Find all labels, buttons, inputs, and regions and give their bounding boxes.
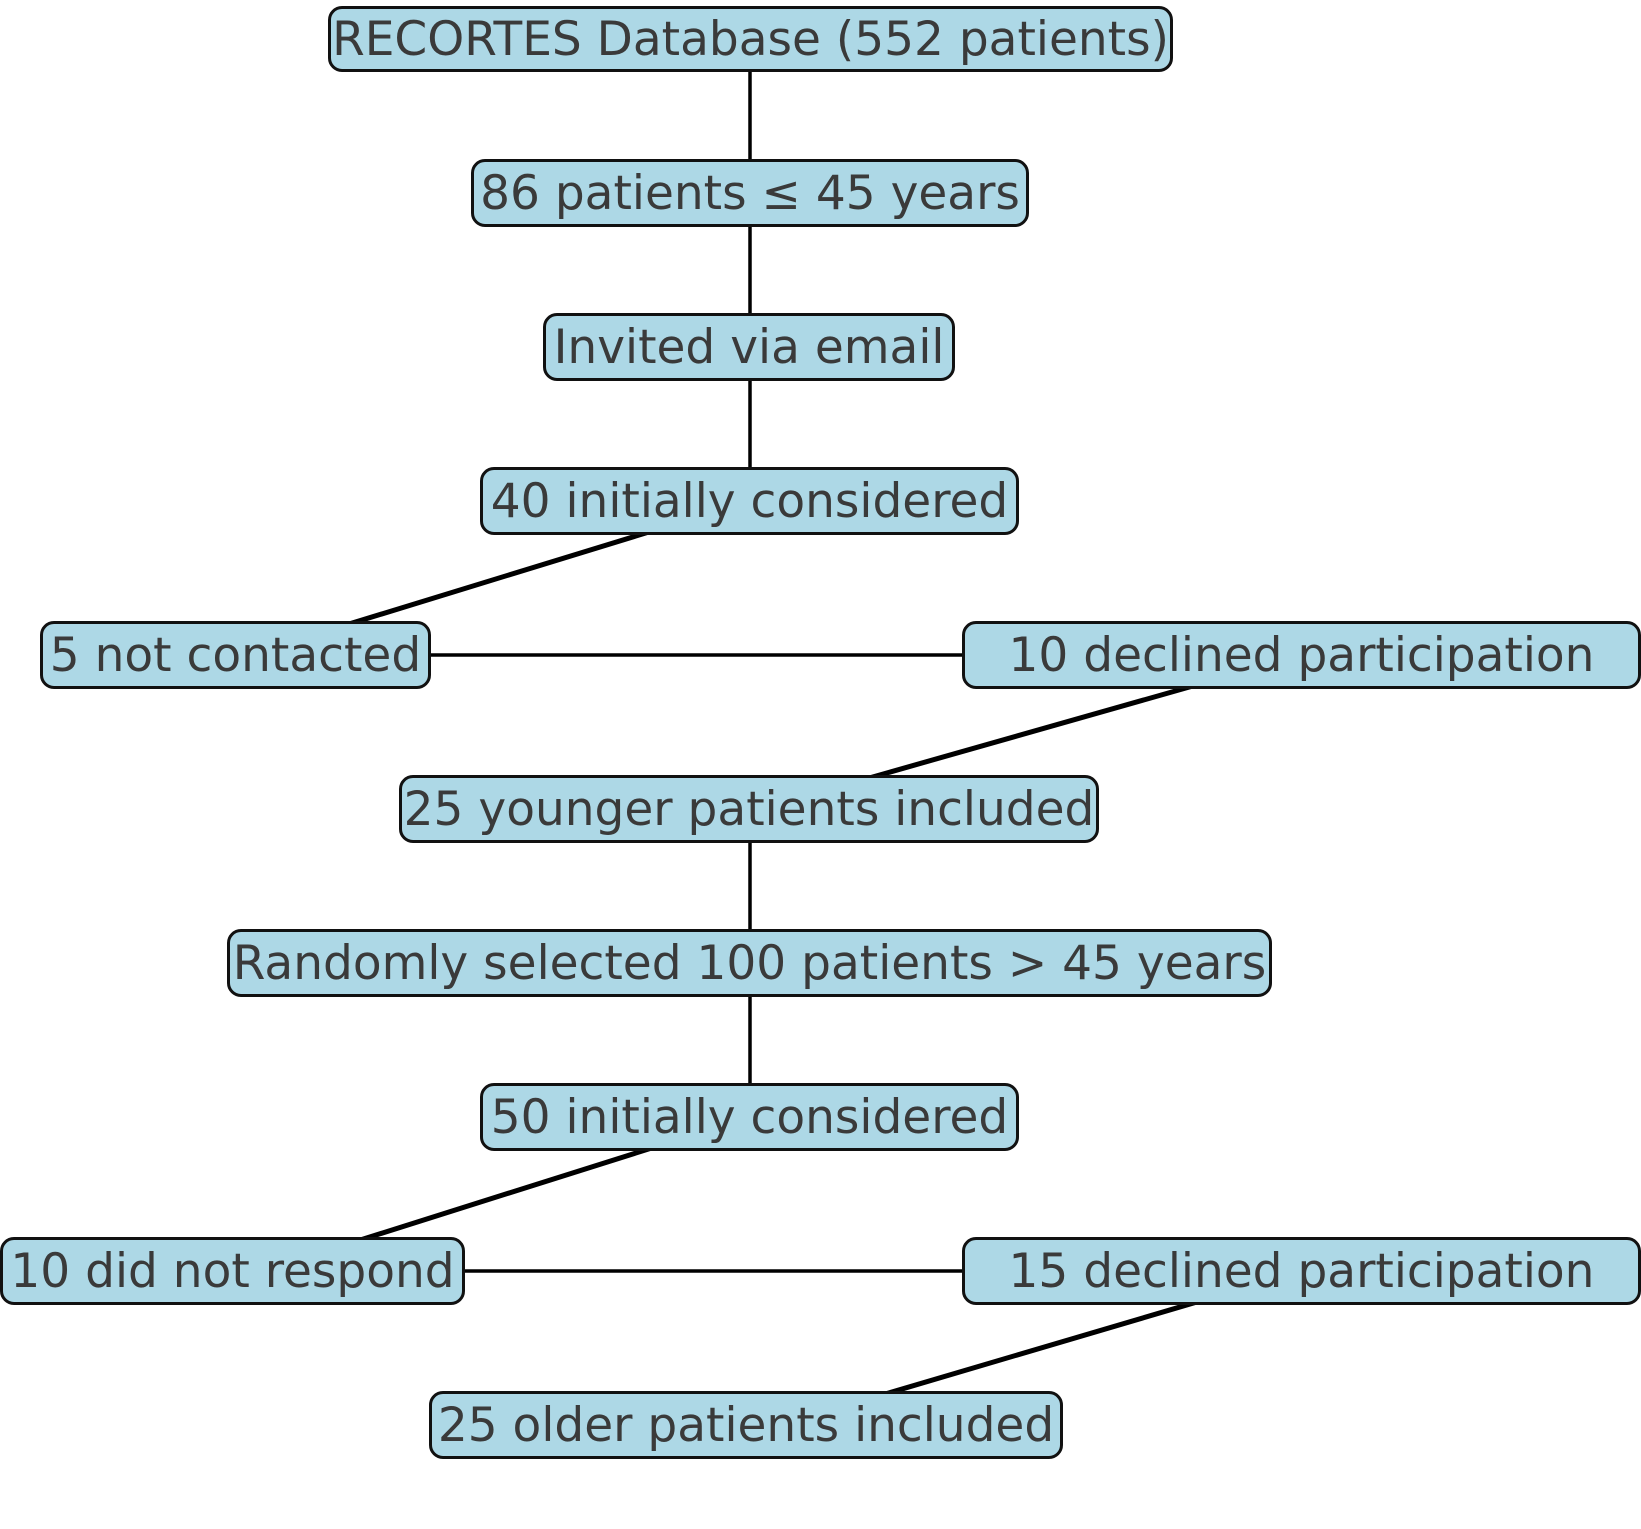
node-5-not-contacted[interactable]: 5 not contacted	[40, 621, 431, 689]
node-50-initially-considered[interactable]: 50 initially considered	[480, 1083, 1019, 1151]
node-25-older-patients-included[interactable]: 25 older patients included	[429, 1391, 1063, 1459]
node-40-initially-considered-label: 40 initially considered	[490, 473, 1009, 529]
node-randomly-selected-100-patients[interactable]: Randomly selected 100 patients > 45 year…	[227, 929, 1272, 997]
node-15-declined-participation-label: 15 declined participation	[1008, 1243, 1595, 1299]
node-25-younger-patients-included-label: 25 younger patients included	[403, 781, 1095, 837]
node-5-not-contacted-label: 5 not contacted	[49, 627, 422, 683]
node-invited-via-email[interactable]: Invited via email	[543, 313, 955, 381]
node-50-initially-considered-label: 50 initially considered	[490, 1089, 1009, 1145]
node-randomly-selected-100-patients-label: Randomly selected 100 patients > 45 year…	[232, 935, 1267, 991]
node-recortes-database-label: RECORTES Database (552 patients)	[332, 11, 1169, 67]
node-10-declined-participation-label: 10 declined participation	[1008, 627, 1595, 683]
node-25-older-patients-included-label: 25 older patients included	[437, 1397, 1055, 1453]
node-40-initially-considered[interactable]: 40 initially considered	[480, 467, 1019, 535]
node-recortes-database[interactable]: RECORTES Database (552 patients)	[328, 6, 1173, 72]
node-86-patients-under-45-label: 86 patients ≤ 45 years	[480, 165, 1020, 221]
node-15-declined-participation[interactable]: 15 declined participation	[962, 1237, 1641, 1305]
node-10-declined-participation[interactable]: 10 declined participation	[962, 621, 1641, 689]
node-10-did-not-respond[interactable]: 10 did not respond	[0, 1237, 465, 1305]
node-invited-via-email-label: Invited via email	[553, 319, 945, 375]
node-25-younger-patients-included[interactable]: 25 younger patients included	[399, 775, 1099, 843]
node-86-patients-under-45[interactable]: 86 patients ≤ 45 years	[471, 159, 1029, 227]
node-10-did-not-respond-label: 10 did not respond	[10, 1243, 455, 1299]
